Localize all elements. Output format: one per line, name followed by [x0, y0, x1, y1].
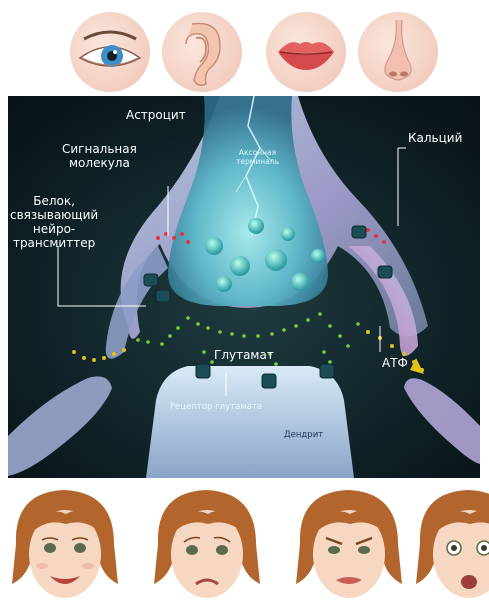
atp-label: АТФ: [382, 356, 408, 370]
glutamate-label: Глутамат: [214, 348, 274, 362]
synapse-diagram: Астроцит Сигнальная молекула Аксонная те…: [8, 96, 480, 478]
lips-icon: [266, 12, 346, 92]
glutamate-receptor-label: Рецептор глутамата: [170, 402, 262, 412]
binding-protein-label: Белок, связывающий нейро- трансмиттер: [10, 194, 98, 250]
eye-icon: [70, 12, 150, 92]
nose-icon: [358, 12, 438, 92]
axon-terminal-label: Аксонная терминаль: [236, 148, 279, 166]
astrocyte-label: Астроцит: [126, 108, 186, 122]
happy-face-icon: [6, 484, 124, 606]
dendrite-label: Дендрит: [284, 430, 323, 440]
glutamate-receptor: [196, 364, 210, 378]
faces-row: [0, 484, 489, 606]
angry-face-icon: [290, 484, 408, 606]
signal-molecule-label: Сигнальная молекула: [62, 142, 137, 170]
ear-icon: [162, 12, 242, 92]
surprised-face-icon: [410, 484, 489, 606]
senses-row: [0, 0, 489, 96]
sad-face-icon: [148, 484, 266, 606]
dendrite: [146, 366, 354, 478]
calcium-label: Кальций: [408, 131, 462, 145]
